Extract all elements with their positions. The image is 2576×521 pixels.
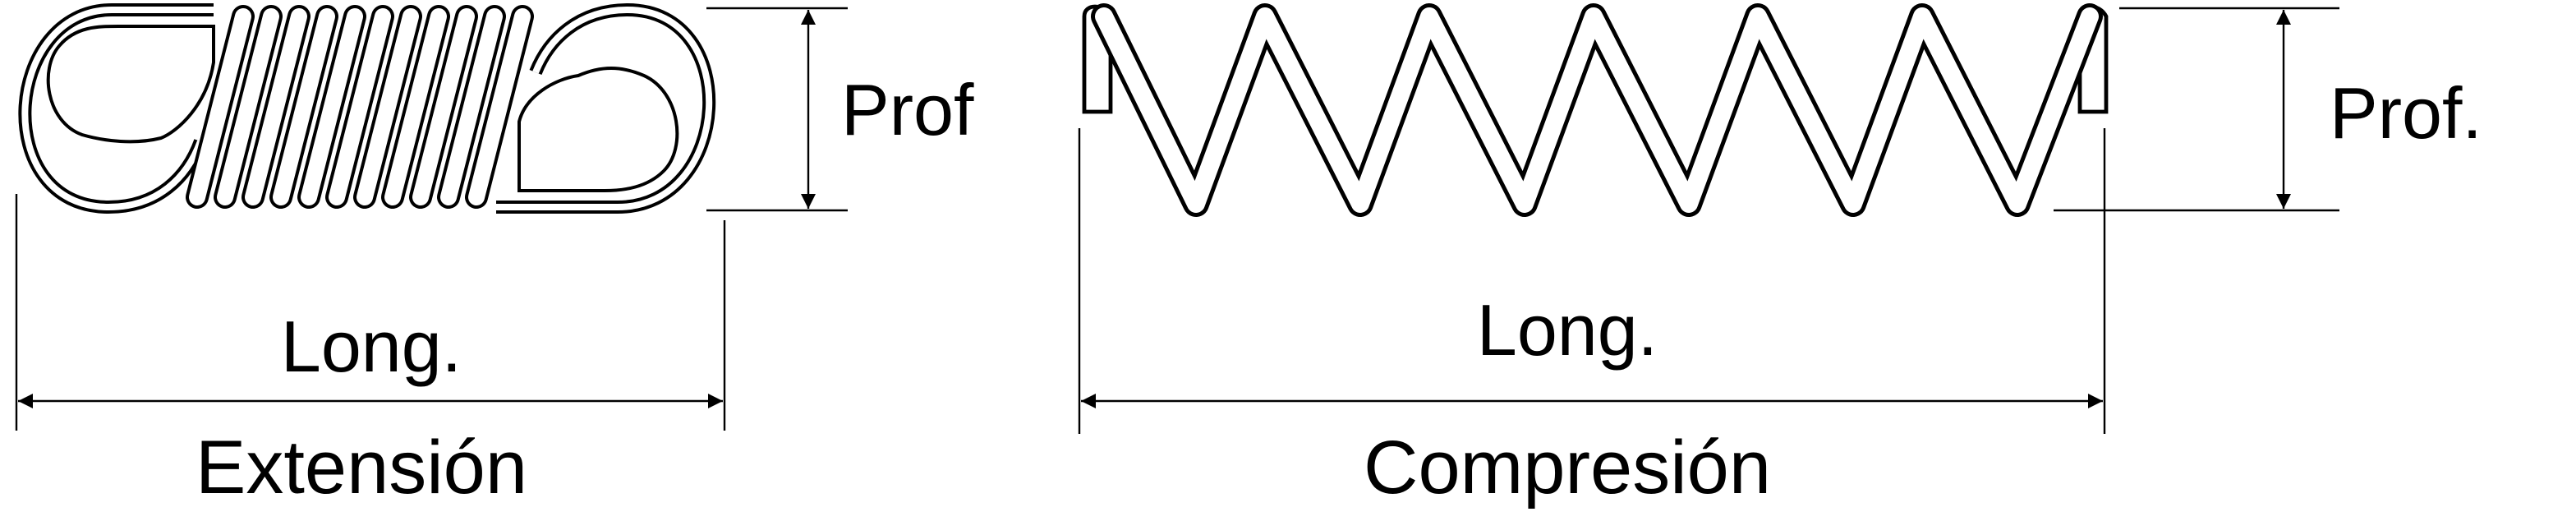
extension-left-hook: [18, 3, 215, 214]
extension-length-label: Long.: [281, 306, 462, 387]
compression-caption: Compresión: [1364, 426, 1771, 509]
compression-length-dimension: [1078, 128, 2106, 434]
compression-coils: [1091, 3, 2103, 217]
extension-depth-label: Prof: [841, 69, 974, 150]
compression-depth-label: Prof.: [2330, 72, 2482, 154]
compression-depth-dimension: [2054, 7, 2339, 212]
compression-spring: Prof. Long. Compresión: [1078, 3, 2482, 509]
extension-coils: [186, 5, 522, 209]
extension-caption: Extensión: [196, 426, 527, 509]
extension-depth-dimension: [706, 7, 848, 212]
extension-right-hook: [496, 3, 716, 214]
extension-length-dimension: [15, 194, 726, 431]
compression-length-label: Long.: [1477, 289, 1658, 371]
extension-spring: Prof Long. Extensión: [15, 3, 974, 509]
